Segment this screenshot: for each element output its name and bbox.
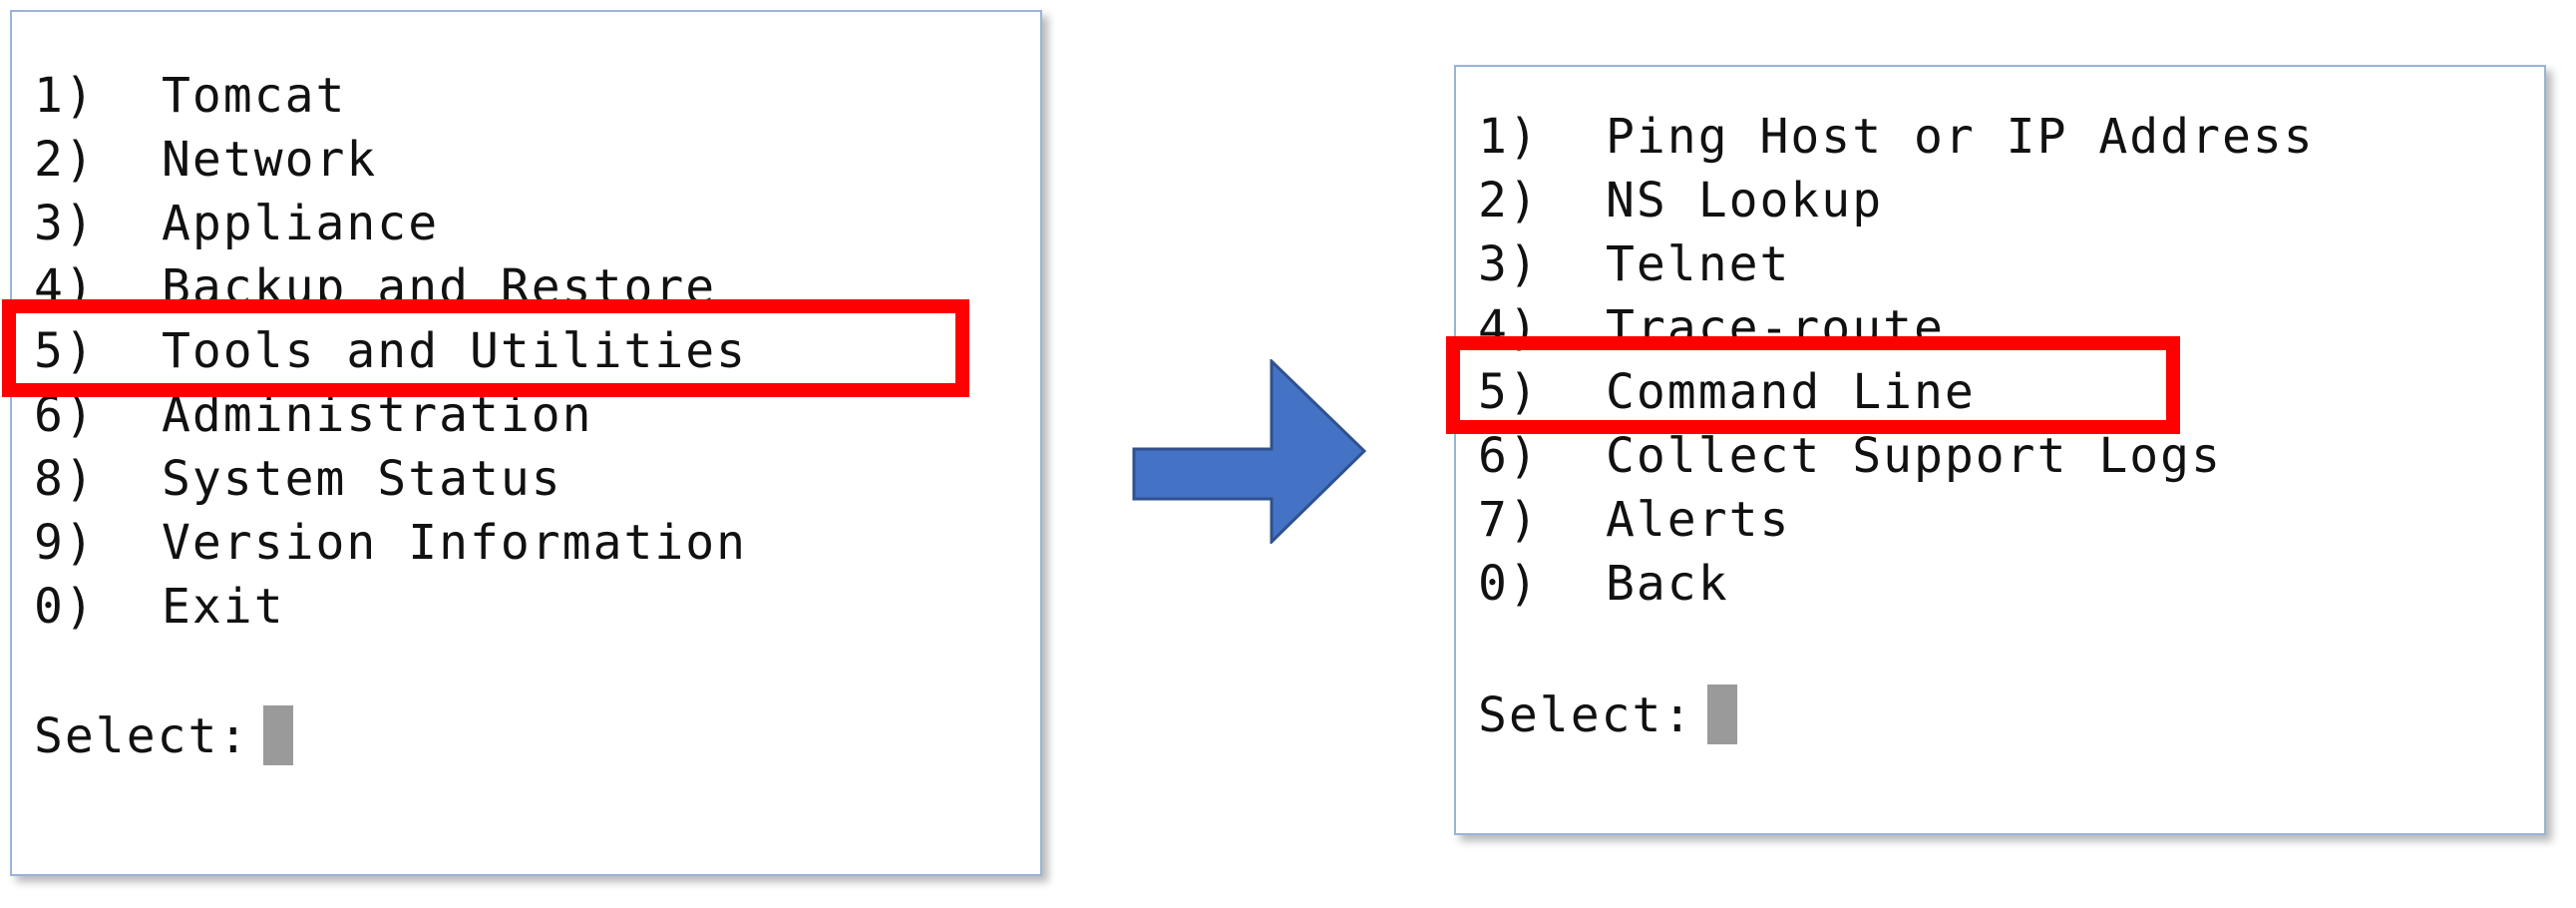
highlight-box-tools-and-utilities (2, 299, 969, 397)
menu-item-label: Tools and Utilities (162, 323, 748, 379)
menu-item-ns-lookup[interactable]: 2) NS Lookup (1478, 169, 1883, 232)
menu-item-label: Version Information (162, 515, 748, 571)
menu-item-number: 0) (34, 579, 96, 635)
menu-item-appliance[interactable]: 3) Appliance (34, 192, 439, 255)
menu-item-label: Ping Host or IP Address (1606, 109, 2315, 165)
menu-item-label: Collect Support Logs (1606, 428, 2222, 484)
menu-item-telnet[interactable]: 3) Telnet (1478, 232, 1790, 296)
menu-item-number: 5) (34, 323, 96, 379)
menu-item-system-status[interactable]: 8) System Status (34, 447, 562, 511)
select-prompt-label: Select: (1478, 687, 1694, 743)
select-prompt: Select: (34, 704, 294, 768)
menu-item-label: Network (162, 132, 378, 188)
select-prompt: Select: (1478, 683, 1738, 747)
menu-item-label: Tomcat (162, 68, 347, 124)
cursor-input[interactable] (263, 705, 294, 765)
menu-item-network[interactable]: 2) Network (34, 128, 377, 192)
right-terminal-panel: 1) Ping Host or IP Address 2) NS Lookup 3)… (1454, 65, 2546, 835)
menu-item-label: Exit (162, 579, 285, 635)
right-arrow-icon (1132, 359, 1366, 544)
menu-item-tomcat[interactable]: 1) Tomcat (34, 64, 346, 128)
left-terminal-panel: 1)Tomcat 2)Network 3)Appliance 4)Backup … (10, 10, 1042, 876)
menu-item-collect-support-logs[interactable]: 6) Collect Support Logs (1478, 424, 2222, 488)
menu-item-label: System Status (162, 451, 562, 507)
menu-item-number: 0) (1478, 556, 1540, 612)
menu-item-number: 3) (34, 196, 96, 251)
menu-item-number: 8) (34, 451, 96, 507)
menu-item-label: Command Line (1606, 364, 1976, 420)
menu-item-label: Alerts (1606, 492, 1791, 548)
menu-item-ping-host[interactable]: 1) Ping Host or IP Address (1478, 105, 2315, 169)
menu-item-label: Telnet (1606, 236, 1791, 292)
menu-item-label: NS Lookup (1606, 173, 1884, 228)
menu-item-number: 2) (34, 132, 96, 188)
menu-item-number: 2) (1478, 173, 1540, 228)
menu-item-number: 9) (34, 515, 96, 571)
menu-item-number: 1) (1478, 109, 1540, 165)
menu-item-number: 1) (34, 68, 96, 124)
menu-item-number: 6) (1478, 428, 1540, 484)
menu-item-alerts[interactable]: 7) Alerts (1478, 488, 1790, 552)
menu-item-back[interactable]: 0) Back (1478, 552, 1729, 616)
menu-item-number: 7) (1478, 492, 1540, 548)
select-prompt-label: Select: (34, 708, 250, 764)
menu-item-version-information[interactable]: 9) Version Information (34, 511, 747, 575)
cursor-input[interactable] (1707, 684, 1738, 744)
menu-item-number: 5) (1478, 364, 1540, 420)
menu-item-exit[interactable]: 0) Exit (34, 575, 285, 639)
menu-item-command-line[interactable]: 5) Command Line (1478, 360, 1976, 424)
menu-item-label: Appliance (162, 196, 440, 251)
menu-item-label: Back (1606, 556, 1729, 612)
highlight-box-command-line (1446, 336, 2180, 434)
menu-item-tools-and-utilities[interactable]: 5) Tools and Utilities (34, 319, 747, 383)
menu-item-number: 3) (1478, 236, 1540, 292)
